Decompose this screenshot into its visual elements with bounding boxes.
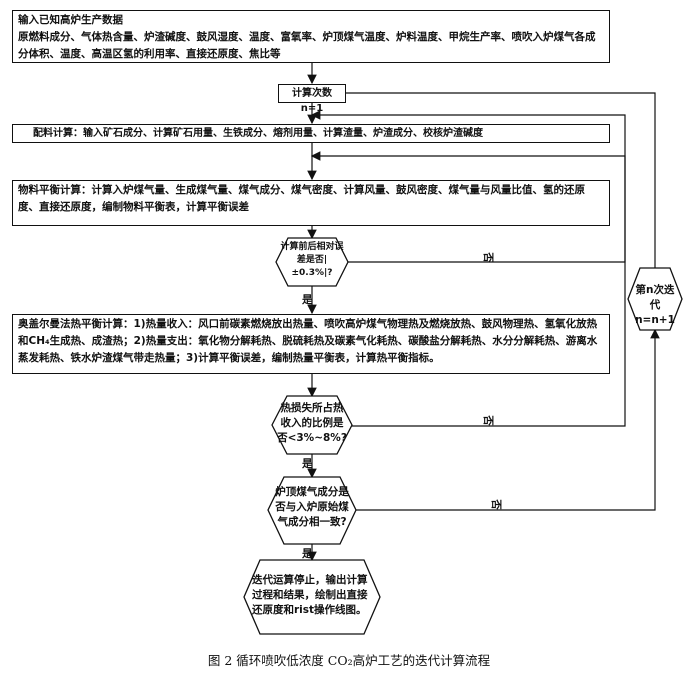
stop-shape bbox=[243, 559, 381, 635]
arrow-d2-no-loop bbox=[310, 110, 626, 427]
arrow-iterate-to-init bbox=[318, 88, 656, 268]
stop-text: 迭代运算停止，输出计算过程和结果，绘制出直接还原度和rist操作线图。 bbox=[252, 574, 368, 616]
heat-box: 奥盖尔曼法热平衡计算：1)热量收入：风口前碳素燃烧放出热量、喷吹高炉煤气物理热及… bbox=[12, 314, 610, 374]
d3-no-label: 否 bbox=[489, 499, 502, 510]
iterate-text: 第n次迭代n=n+1 bbox=[635, 284, 675, 326]
material-box: 物料平衡计算：计算入炉煤气量、生成煤气量、煤气成分、煤气密度、计算风量、鼓风密度… bbox=[12, 180, 610, 226]
d1-yes-label: 是 bbox=[302, 294, 313, 306]
d1-no-label: 否 bbox=[481, 252, 494, 263]
decision-d3-text: 炉顶煤气成分是否与入炉原始煤气成分相一致? bbox=[275, 486, 349, 528]
init-box: 计算次数n=1 bbox=[278, 84, 346, 114]
decision-d3-shape bbox=[267, 476, 357, 545]
decision-d2-shape bbox=[271, 395, 353, 455]
decision-d2-text: 热损失所占热收入的比例是否<3%~8%? bbox=[277, 402, 347, 444]
iterate-shape bbox=[627, 267, 683, 331]
d3-yes-label: 是 bbox=[302, 548, 313, 560]
d2-no-label: 否 bbox=[481, 415, 494, 426]
decision-d1-shape bbox=[275, 237, 349, 287]
arrow-d3-no-to-iterate bbox=[354, 328, 660, 511]
figure-caption: 图 2 循环喷吹低浓度 CO₂高炉工艺的迭代计算流程 bbox=[207, 653, 491, 668]
input-box: 输入已知高炉生产数据 原燃料成分、气体热含量、炉渣碱度、鼓风湿度、温度、富氧率、… bbox=[12, 10, 610, 63]
d2-yes-label: 是 bbox=[302, 458, 313, 470]
decision-d1-text: 计算前后相对误差是否|±0.3%|? bbox=[280, 242, 344, 278]
burden-box: 配料计算：输入矿石成分、计算矿石用量、生铁成分、熔剂用量、计算渣量、炉渣成分、校… bbox=[12, 124, 610, 143]
